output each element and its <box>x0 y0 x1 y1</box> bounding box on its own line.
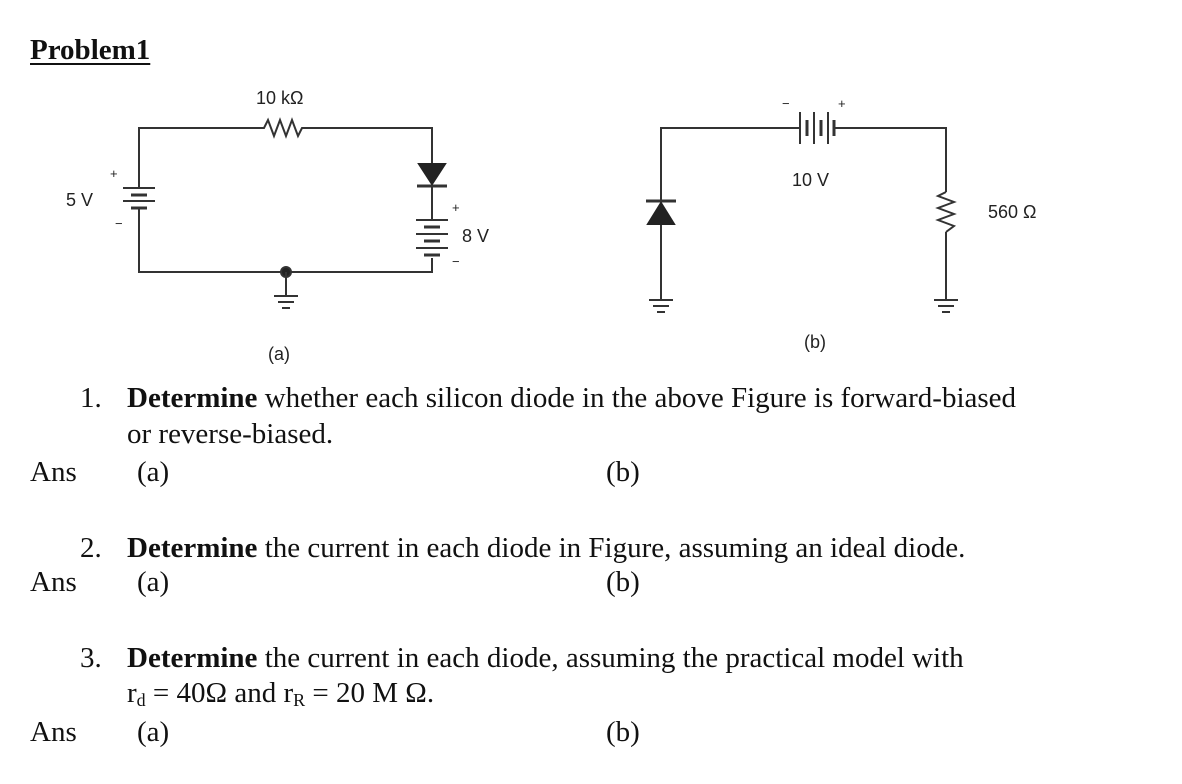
caption-a: (a) <box>268 344 290 364</box>
question-3-end: = 20 M Ω. <box>305 677 435 709</box>
question-3-line-2: rd = 40Ω and rR = 20 M Ω. <box>127 677 434 711</box>
question-3-mid: = 40Ω and r <box>145 677 294 709</box>
question-1-line-1: Determine whether each silicon diode in … <box>127 382 1016 415</box>
resistor-560-symbol <box>935 191 957 233</box>
circuit-a <box>123 117 448 309</box>
ground-b-left-symbol <box>649 299 673 313</box>
question-3-number: 3. <box>80 642 102 674</box>
answer-2-a: (a) <box>137 566 170 598</box>
question-3-line-1: Determine the current in each diode, ass… <box>127 642 964 675</box>
label-560: 560 Ω <box>988 202 1037 222</box>
wire-b-top-right <box>834 127 947 192</box>
minus-10v: − <box>782 96 790 111</box>
problem-title: Problem1 <box>30 34 151 66</box>
ground-a-symbol <box>274 266 298 309</box>
plus-5v: + <box>110 166 118 181</box>
wire-a-bottom <box>138 208 433 273</box>
question-3-bold: Determine <box>127 642 258 674</box>
answer-3-label: Ans <box>30 716 77 748</box>
question-2-number: 2. <box>80 532 102 564</box>
question-1-number: 1. <box>80 382 102 414</box>
resistor-10k-symbol <box>256 117 318 139</box>
answer-2-label: Ans <box>30 566 77 598</box>
circuit-figure: 10 kΩ 5 V + − 8 V + − (a) 10 V − + 560 Ω… <box>66 88 1037 364</box>
answer-2-b: (b) <box>606 566 640 598</box>
wire-b-top-left <box>660 127 800 198</box>
minus-8v: − <box>452 254 460 269</box>
label-10v: 10 V <box>792 170 829 190</box>
wire-a-top-left <box>138 127 256 188</box>
caption-b: (b) <box>804 332 826 352</box>
subscript-d: d <box>136 690 146 710</box>
r-symbol-1: r <box>127 677 137 709</box>
minus-5v: − <box>115 216 123 231</box>
plus-10v: + <box>838 96 846 111</box>
answer-3-a: (a) <box>137 716 170 748</box>
battery-5v-symbol <box>123 187 155 210</box>
ground-b-right-symbol <box>934 299 958 313</box>
wire-a-top-right <box>318 127 433 162</box>
circuit-b <box>646 112 958 313</box>
question-1-text: whether each silicon diode in the above … <box>257 382 1017 414</box>
label-10k: 10 kΩ <box>256 88 303 108</box>
diode-b-symbol <box>646 199 676 225</box>
plus-8v: + <box>452 200 460 215</box>
answer-1-a: (a) <box>137 456 170 488</box>
answer-1-label: Ans <box>30 456 77 488</box>
subscript-r: R <box>293 690 306 710</box>
question-1-line-2: or reverse-biased. <box>127 418 334 450</box>
battery-8v-symbol <box>416 219 448 257</box>
answer-3-b: (b) <box>606 716 640 748</box>
label-8v: 8 V <box>462 226 489 246</box>
question-2-text: the current in each diode in Figure, ass… <box>257 532 966 564</box>
answer-1-b: (b) <box>606 456 640 488</box>
diode-a-symbol <box>417 162 447 200</box>
label-5v: 5 V <box>66 190 93 210</box>
question-3-text: the current in each diode, assuming the … <box>257 642 964 674</box>
question-1-bold: Determine <box>127 382 258 414</box>
battery-10v-symbol <box>799 112 836 144</box>
question-2-line-1: Determine the current in each diode in F… <box>127 532 965 565</box>
question-2-bold: Determine <box>127 532 258 564</box>
